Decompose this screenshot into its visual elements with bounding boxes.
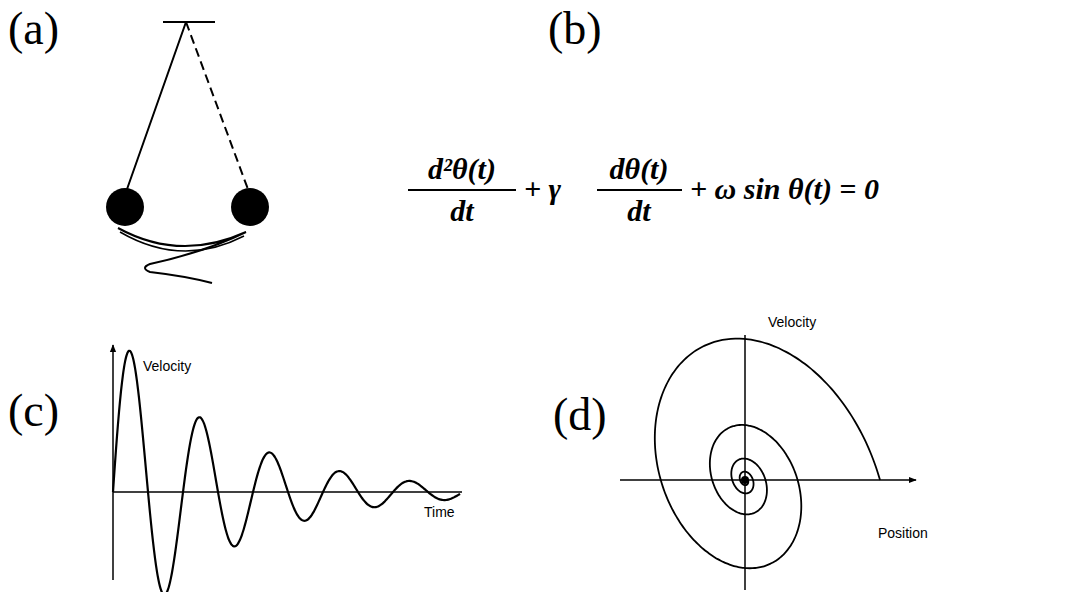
fraction-bar (408, 189, 516, 191)
equation-term: + ω sin θ(t) = 0 (690, 172, 879, 205)
swing-path (120, 232, 244, 251)
axis-label: Position (878, 526, 928, 541)
equation-term: dt (627, 194, 650, 227)
equation-term: dθ(t) (610, 152, 669, 185)
equation-term: dt (450, 194, 473, 227)
velocity-time-plot (113, 345, 462, 592)
fixed-point (741, 476, 749, 484)
y-axis (744, 335, 746, 590)
phase-spiral (655, 339, 880, 569)
pendulum-string (126, 22, 186, 192)
damped-curve (113, 351, 460, 592)
pendulum-bob (106, 188, 144, 226)
panel-letter: (c) (8, 386, 59, 437)
pendulum-bob (231, 188, 269, 226)
axis-label: Velocity (768, 315, 816, 330)
phase-plot (620, 335, 916, 590)
swing-path (118, 228, 246, 283)
equation-term: d²θ(t) (428, 152, 496, 185)
pivot-bar (163, 21, 215, 23)
x-axis (620, 479, 916, 481)
y-axis (112, 345, 114, 580)
axis-label: Velocity (143, 359, 191, 374)
panel-letter: (b) (548, 4, 602, 55)
pendulum (106, 22, 269, 283)
axis-label: Time (424, 505, 455, 520)
pendulum-string-dashed (186, 22, 249, 192)
panel-letter: (a) (8, 4, 59, 55)
equation-term: + γ (524, 172, 561, 205)
fraction-bar (597, 189, 682, 191)
panel-letter: (d) (553, 390, 607, 441)
